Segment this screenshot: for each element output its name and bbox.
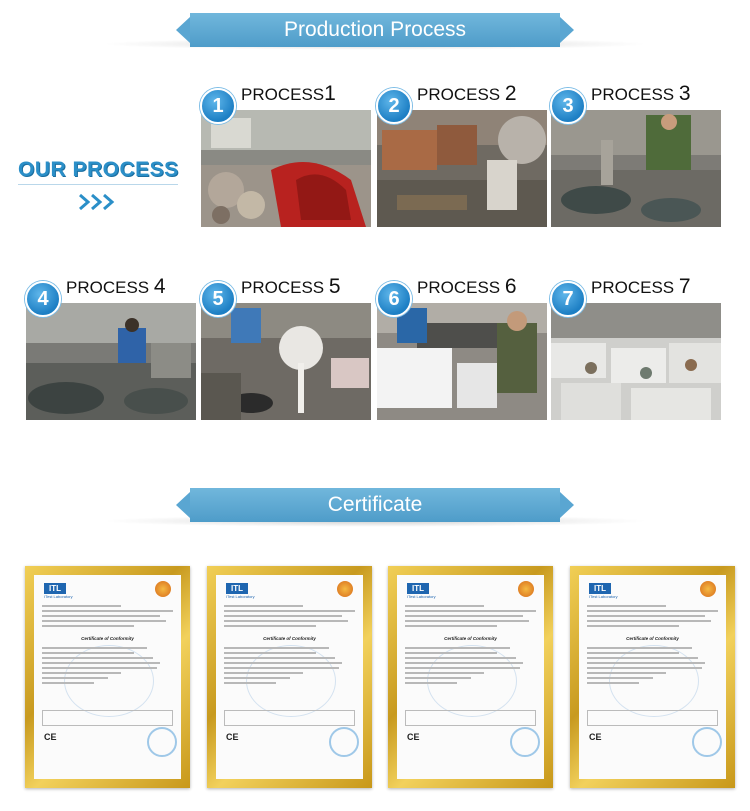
certificate-heading: Certificate of Conformity — [626, 636, 679, 641]
process-label-4: PROCESS 4 — [66, 275, 166, 299]
certificate-paper: ITL ITest Laboratory Certificate of Conf… — [397, 575, 544, 779]
process-card-1: 1 PROCESS1 — [200, 82, 371, 237]
process-photo-5 — [201, 303, 371, 420]
process-number: 2 — [504, 82, 517, 105]
process-label-text: PROCESS — [591, 85, 679, 104]
certificate-paper: ITL ITest Laboratory Certificate of Conf… — [216, 575, 363, 779]
ce-mark: CE — [407, 732, 420, 742]
process-label-text: PROCESS — [241, 278, 329, 297]
process-label-1: PROCESS1 — [241, 82, 336, 106]
process-label-text: PROCESS — [241, 85, 325, 104]
process-number: 6 — [504, 275, 517, 298]
medal-icon — [155, 581, 171, 597]
itl-logo-subtitle: ITest Laboratory — [407, 594, 436, 599]
certificate-text-lines — [405, 605, 536, 630]
chevrons-icon — [79, 193, 115, 211]
certificate-heading: Certificate of Conformity — [81, 636, 134, 641]
certificate-image: ITL ITest Laboratory Certificate of Conf… — [207, 566, 372, 788]
certificate-fields — [405, 647, 536, 687]
process-photo-7 — [551, 303, 721, 420]
process-photo-3 — [551, 110, 721, 227]
process-label-text: PROCESS — [417, 278, 505, 297]
certificate-text-lines — [42, 605, 173, 630]
certificate-fields — [42, 647, 173, 687]
production-process-banner: Production Process — [176, 13, 574, 47]
certificate-banner: Certificate — [176, 488, 574, 522]
process-card-7: 7 PROCESS 7 — [550, 275, 721, 430]
process-label-6: PROCESS 6 — [417, 275, 517, 299]
seal-icon — [510, 727, 540, 757]
certificate-text-lines — [587, 605, 718, 630]
process-number-badge: 1 — [200, 88, 236, 124]
itl-logo: ITL — [226, 583, 248, 594]
certificate-heading: Certificate of Conformity — [444, 636, 497, 641]
certificate-heading: Certificate of Conformity — [263, 636, 316, 641]
certificate-image: ITL ITest Laboratory Certificate of Conf… — [388, 566, 553, 788]
itl-logo: ITL — [407, 583, 429, 594]
process-number-badge: 3 — [550, 88, 586, 124]
itl-logo-subtitle: ITest Laboratory — [589, 594, 618, 599]
certificate-table — [587, 710, 718, 726]
process-photo-4 — [26, 303, 196, 420]
seal-icon — [329, 727, 359, 757]
process-photo-2 — [377, 110, 547, 227]
process-photo-1 — [201, 110, 371, 227]
certificate-paper: ITL ITest Laboratory Certificate of Conf… — [579, 575, 726, 779]
certificate-fields — [587, 647, 718, 687]
process-number: 1 — [324, 82, 336, 105]
certificate-image: ITL ITest Laboratory Certificate of Conf… — [25, 566, 190, 788]
process-card-6: 6 PROCESS 6 — [376, 275, 547, 430]
process-label-7: PROCESS 7 — [591, 275, 691, 299]
medal-icon — [518, 581, 534, 597]
certificate-fields — [224, 647, 355, 687]
certificate-image: ITL ITest Laboratory Certificate of Conf… — [570, 566, 735, 788]
watermark-icon — [427, 645, 517, 717]
certificate-text-lines — [224, 605, 355, 630]
process-card-3: 3 PROCESS 3 — [550, 82, 721, 237]
process-number: 3 — [678, 82, 691, 105]
process-label-text: PROCESS — [417, 85, 505, 104]
itl-logo-subtitle: ITest Laboratory — [44, 594, 73, 599]
certificate-paper: ITL ITest Laboratory Certificate of Conf… — [34, 575, 181, 779]
process-card-5: 5 PROCESS 5 — [200, 275, 371, 430]
itl-logo: ITL — [44, 583, 66, 594]
seal-icon — [147, 727, 177, 757]
watermark-icon — [64, 645, 154, 717]
our-process-heading: OUR PROCESS — [18, 158, 179, 181]
process-label-text: PROCESS — [591, 278, 679, 297]
process-label-text: PROCESS — [66, 278, 154, 297]
process-number-badge: 5 — [200, 281, 236, 317]
ce-mark: CE — [226, 732, 239, 742]
certificate-table — [224, 710, 355, 726]
process-label-5: PROCESS 5 — [241, 275, 341, 299]
our-process-underline — [18, 184, 178, 185]
certificate-table — [405, 710, 536, 726]
process-number: 7 — [678, 275, 691, 298]
process-number-badge: 2 — [376, 88, 412, 124]
watermark-icon — [609, 645, 699, 717]
ce-mark: CE — [44, 732, 57, 742]
certificate-table — [42, 710, 173, 726]
itl-logo: ITL — [589, 583, 611, 594]
ce-mark: CE — [589, 732, 602, 742]
medal-icon — [700, 581, 716, 597]
itl-logo-subtitle: ITest Laboratory — [226, 594, 255, 599]
process-number: 4 — [153, 275, 166, 298]
process-card-4: 4 PROCESS 4 — [25, 275, 196, 430]
process-label-3: PROCESS 3 — [591, 82, 691, 106]
watermark-icon — [246, 645, 336, 717]
process-number-badge: 6 — [376, 281, 412, 317]
process-card-2: 2 PROCESS 2 — [376, 82, 547, 237]
seal-icon — [692, 727, 722, 757]
process-number-badge: 4 — [25, 281, 61, 317]
process-photo-6 — [377, 303, 547, 420]
process-label-2: PROCESS 2 — [417, 82, 517, 106]
medal-icon — [337, 581, 353, 597]
process-number: 5 — [328, 275, 341, 298]
process-number-badge: 7 — [550, 281, 586, 317]
